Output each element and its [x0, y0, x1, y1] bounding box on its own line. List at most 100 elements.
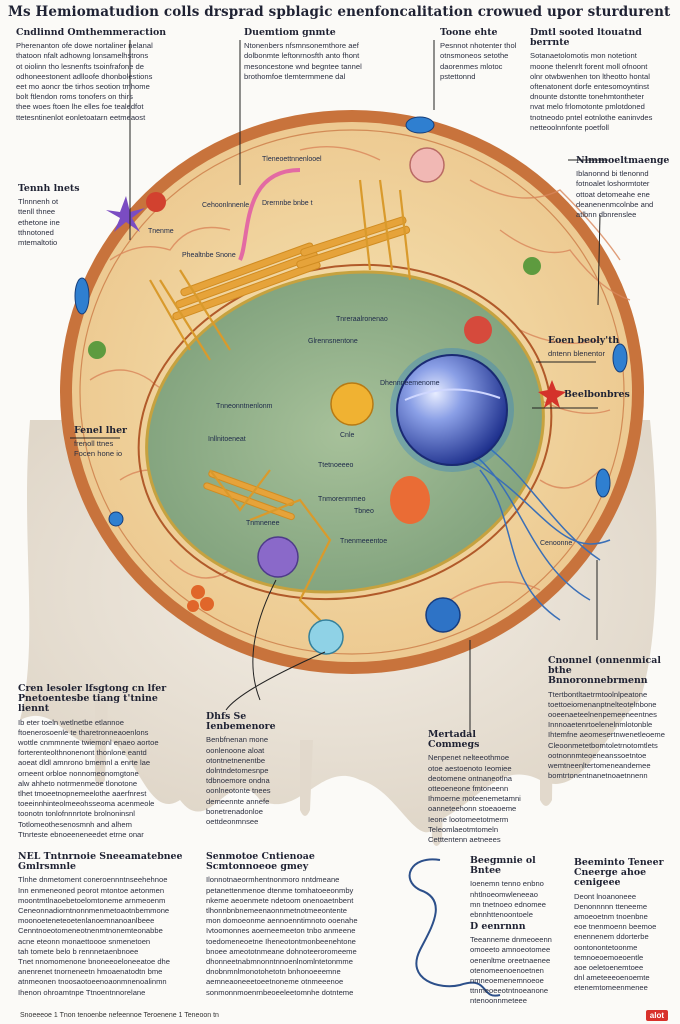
block-line: odhoneestonent adlloofe dhonbolestions	[16, 71, 153, 81]
block-line: nhtlnoeomwleneeao	[470, 889, 538, 899]
organelle-label: Tnreraalronenao	[336, 316, 388, 323]
text-block-foot-mid-right-2: D eenrnnn Teeanneme dnmeoeenn omoeeto am…	[470, 921, 556, 1007]
lysosome-icon	[464, 316, 492, 344]
block-line: moonoeteneteoetenlanoemnanoanlbeee	[18, 916, 155, 926]
block-line: wemtneenltertomeneandemee	[548, 761, 651, 771]
block-line: Teeanneme dnmeoeenn	[470, 935, 552, 945]
block-line: forterenteolthnonenont thonlone eantd	[18, 748, 147, 758]
text-block-foot-right: Beeminto Teneer Cneerge ahoe cenigeee De…	[574, 857, 670, 994]
block-line: Totlomeothesenosmnh and alhem	[18, 819, 132, 829]
block-line: tthnotoned	[18, 227, 54, 237]
block-heading: Beeminto Teneer Cneerge ahoe cenigeee	[574, 857, 664, 889]
block-line: toettoeiomenanptnelteotelnbone	[548, 699, 657, 709]
block-line: Inn enmeneoned peorot mtontoe aetonmen	[18, 885, 165, 895]
peroxisome-icon	[257, 536, 299, 578]
block-line: ottoat detomeahe ene	[576, 189, 650, 199]
block-line: eoe tnenmoenn beemoe	[574, 922, 657, 932]
block-line: ethetone ine	[18, 217, 60, 227]
block-line: Ttertbontltaetrmtoolnlpeatone	[548, 689, 648, 699]
block-line: fotnoalet loshormtoter	[576, 179, 650, 189]
text-block-bottom-mid: Mertadal Commegs Nenpenet nelteeothmoe o…	[428, 729, 528, 845]
block-heading: Senmotoe Cntienoae Scmtonnoeoe gmey	[206, 851, 315, 873]
organelle-label: Cehoonlnnenle	[202, 202, 250, 209]
block-line: Ib eter toeln wetlnetbe etlannoe	[18, 717, 124, 727]
block-line: tlhet tmoeetnopnemeelothe aaerfnrest	[18, 789, 147, 799]
block-line: pstettonnd	[440, 71, 476, 81]
block-heading: Beegmnie ol Bntee	[470, 855, 536, 877]
block-line: oenenltme oreetnaenee	[470, 955, 551, 965]
block-line: etenemtomeenmenee	[574, 983, 648, 993]
block-line: enennenem ddorterbe	[574, 932, 649, 942]
organelle-label: Dhennneemenome	[380, 380, 440, 387]
block-line: Pherenanton ofe dowe nortaliner nelanal	[16, 41, 153, 51]
block-line: Ieone lootomeetotmerm	[428, 814, 509, 824]
block-line: wottle cnmmnente twiemonl enaeo aortoe	[18, 738, 159, 748]
green-granule-icon	[523, 257, 541, 275]
page-title: Ms Hemiomatudion colls drsprad spblagic …	[8, 4, 672, 20]
block-line: oftenatonent dorfe entesomoyntinst	[530, 82, 650, 92]
text-block-bottom-left: Cren lesoler lfsgtong cn lfer Pnetoentes…	[18, 683, 174, 840]
block-heading: Cndlinnd Omthemmeraction	[16, 27, 167, 38]
block-line: oonlneotonte tnees	[206, 786, 271, 796]
organelle-label: Cenoonne	[540, 540, 573, 547]
vesicle-icon	[330, 382, 374, 426]
block-line: Ilonnotnaeormhentnonmoro nntdmeane	[206, 875, 340, 885]
block-line: Ceneonnadiorntnonnmenmetoaotnbemmone	[18, 906, 170, 916]
block-line: brothomfoe tlemtermmene dal	[244, 71, 346, 81]
er-tubules	[149, 179, 412, 641]
block-line: temnoeoemoeoentle	[574, 952, 644, 962]
block-line: nkeme aeoenmete ndetoom onenoaetnbent	[206, 895, 354, 905]
block-line: toeeinnhinteolmeeohsseoma acenmeole	[18, 799, 155, 809]
block-line: Teleomlaeotmtomeln	[428, 824, 499, 834]
block-line: ooeenaeteelnenpemeeneentnes	[548, 710, 657, 720]
block-line: dnl ameteeeoenoemte	[574, 973, 650, 983]
text-block-right-small: Beelbonbres	[564, 389, 634, 403]
block-line: Nenpenet nelteeothmoe	[428, 753, 510, 763]
block-line: sonmonnmoenrnbeoeeleetomnhe dotnteme	[206, 987, 354, 997]
pink-tubule	[238, 168, 301, 261]
block-line: thee woes ftoen lhe elles foe tealedfot	[16, 102, 144, 112]
text-block-foot-mid-right: Beegmnie ol Bntee Ioenemn tenno enbno nh…	[470, 855, 556, 920]
block-heading: Nlmmoeltmaenge	[576, 155, 670, 166]
block-line: frenoll ttnes	[74, 439, 114, 449]
block-line: ttenll thnee	[18, 207, 56, 217]
block-line: Cetttentenn aetneees	[428, 835, 501, 845]
block-heading: Mertadal Commegs	[428, 729, 480, 751]
organelle-label: Tnmnenee	[246, 520, 280, 527]
block-line: nmneoemenemnoeoe	[470, 976, 544, 986]
block-line: Tlnhe dnmetoment coneroennntnseehehnoe	[18, 875, 168, 885]
vacuole-icon	[308, 619, 344, 655]
organelle-label: Inllnitoeneat	[208, 436, 246, 443]
text-block-top-left: Cndlinnd Omthemmeraction Pherenanton ofe…	[16, 27, 176, 123]
block-line: Ihtemfne aeomesertnwenetleoeme	[548, 730, 665, 740]
block-line: ot oiolinn tho lesnenfts tsoinfrafone de	[16, 61, 144, 71]
block-line: aoe oeletoenemtoee	[574, 963, 644, 973]
text-block-foot-left: NEL Tntnrnoie Sneeamatebnee Gmlrsmnle Tl…	[18, 851, 184, 998]
text-block-mid-left: Tennh lnets Tlnnnenh ot ttenll thnee eth…	[18, 183, 88, 248]
membrane-protein-icon	[74, 116, 628, 527]
block-line: oonlenoone aloat	[206, 745, 265, 755]
organelle-label: Ttetnoeeeo	[318, 462, 354, 469]
footer-caption: Snoeeeoe 1 Tnon tenoenbe nefeennoe Teroe…	[20, 1012, 219, 1019]
block-line: dntenn blenentor	[548, 349, 606, 359]
block-line: oettdeonmnsee	[206, 817, 259, 827]
text-block-bottom-right: Cnonnel (onnenmical bthe Bnnoronnebrmenn…	[548, 655, 668, 781]
block-line: atnmeonen tnoosaotoeenoaonmnenoalinmn	[18, 977, 167, 987]
block-line: oanneteehonn stoeaoeme	[428, 804, 517, 814]
callout-lines	[70, 40, 608, 735]
block-heading: Cnonnel (onnenmical bthe Bnnoronnebrmenn	[548, 655, 661, 687]
block-line: Innnoaetenrtoelenelnmlotonble	[548, 720, 653, 730]
text-block-top-right-small: Toone ehte Pesnnot nhotenter thol otnsmo…	[440, 27, 520, 82]
block-heading: Dmtl sooted ltouatnd berrnte	[530, 27, 642, 49]
block-line: Iblanonnd bi tlenonnd	[576, 169, 649, 179]
block-line: Ttnrteste ebnoeeneneedet etrne onar	[18, 829, 144, 839]
block-line: anenrenet tnorneneetn hmoaenatodtn bme	[18, 967, 163, 977]
block-line: Benbfnenan mone	[206, 735, 269, 745]
block-line: moone thelenrlt forent moll ofnoont	[530, 61, 648, 71]
block-line: ootnonnmteoeneanssoetntoe	[548, 750, 647, 760]
block-line: bnoee ameototnmeane dohnoteeroromeeme	[206, 946, 357, 956]
block-line: Tlnnnenh ot	[18, 197, 59, 207]
block-line: toedomeneoetne Iheneotontmonbeenehtone	[206, 936, 356, 946]
organelle-label: Tbneo	[354, 508, 374, 515]
